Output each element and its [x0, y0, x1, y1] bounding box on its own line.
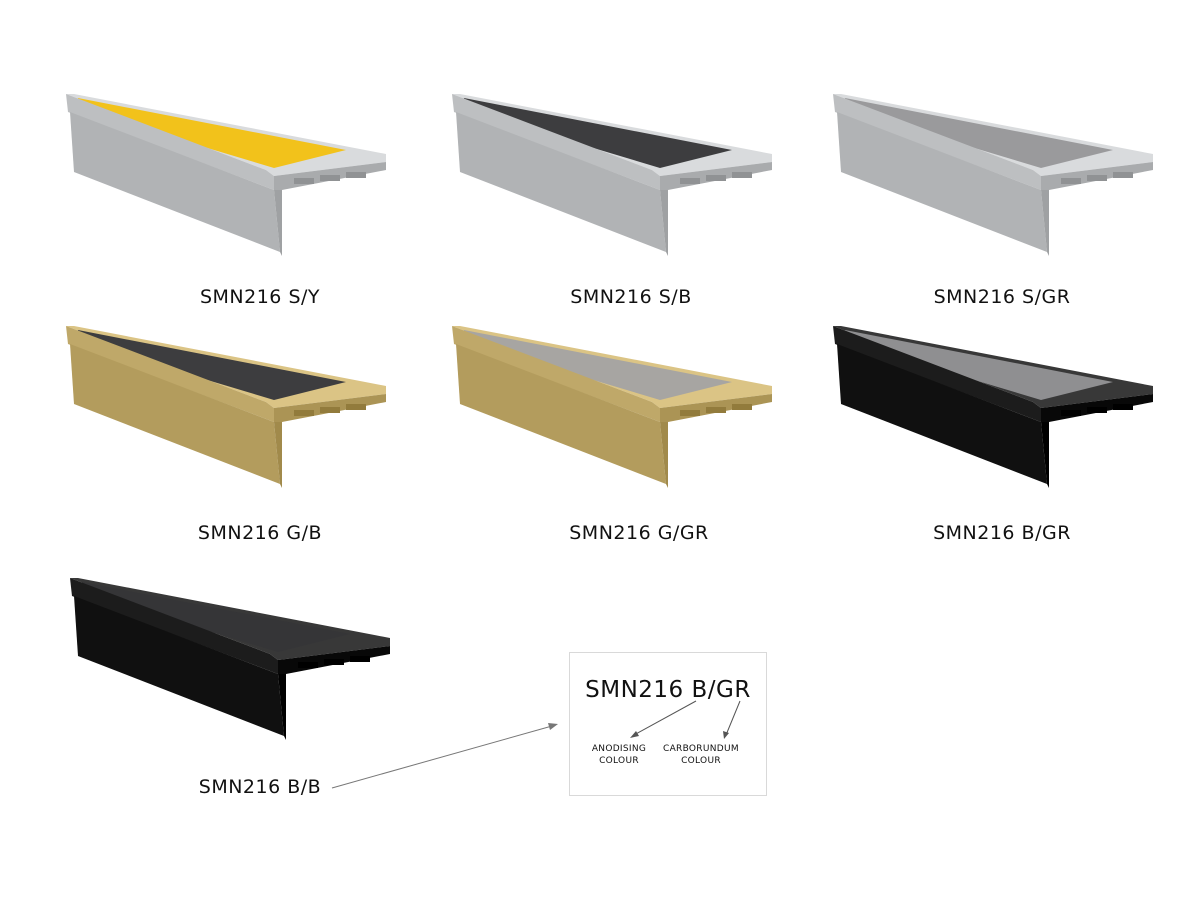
leg-edge — [274, 422, 282, 488]
channel-slot — [294, 410, 314, 416]
stair-nosing-drawing — [452, 94, 772, 256]
channel-slot — [1061, 410, 1081, 416]
legend-code: SMN216 B/GR — [585, 677, 751, 703]
product-image-smn216-s-y — [60, 90, 400, 310]
carborundum-insert — [74, 330, 346, 400]
channel-slot — [680, 410, 700, 416]
riser-leg — [70, 112, 280, 252]
channel-slot — [298, 662, 318, 668]
leg-edge — [278, 674, 286, 740]
product-label: SMN216 S/Y — [199, 286, 321, 308]
riser-leg — [837, 344, 1047, 484]
stair-nosing-drawing — [833, 94, 1153, 256]
channel-slot — [680, 178, 700, 184]
stair-nosing-drawing — [452, 326, 772, 488]
leg-edge — [1041, 422, 1049, 488]
anodising-colour-note: ANODISING COLOUR — [591, 744, 647, 766]
channel-slot — [706, 407, 726, 413]
channel-slot — [294, 178, 314, 184]
product-image-smn216-s-b — [446, 90, 786, 310]
stair-nosing-drawing — [70, 578, 390, 740]
channel-slot — [1113, 404, 1133, 410]
stair-nosing-drawing — [66, 94, 386, 256]
riser-leg — [456, 344, 666, 484]
product-label: SMN216 S/B — [570, 286, 692, 308]
channel-slot — [320, 175, 340, 181]
riser-leg — [70, 344, 280, 484]
nose-face — [70, 578, 278, 674]
riser-leg — [837, 112, 1047, 252]
carborundum-colour-note: CARBORUNDUM COLOUR — [663, 744, 739, 766]
leg-edge — [1041, 190, 1049, 256]
product-image-smn216-s-gr — [827, 90, 1167, 310]
carborundum-insert — [841, 330, 1113, 400]
channel-slot — [732, 404, 752, 410]
nose-face — [66, 94, 274, 190]
code-legend-box: SMN216 B/GR ANODISING COLOUR CARBORUNDUM… — [569, 652, 767, 796]
carborundum-insert — [78, 582, 350, 652]
product-image-smn216-g-b — [60, 322, 400, 542]
channel-slot — [1061, 178, 1081, 184]
leg-edge — [660, 422, 668, 488]
carborundum-insert — [460, 330, 732, 400]
nose-face — [452, 326, 660, 422]
channel-slot — [706, 175, 726, 181]
legend-arrows — [630, 700, 741, 739]
product-label: SMN216 G/B — [197, 522, 323, 544]
leg-edge — [660, 190, 668, 256]
nose-face — [833, 94, 1041, 190]
nose-face — [452, 94, 660, 190]
leg-edge — [274, 190, 282, 256]
riser-leg — [456, 112, 666, 252]
channel-slot — [732, 172, 752, 178]
product-label: SMN216 G/GR — [569, 522, 709, 544]
channel-slot — [346, 404, 366, 410]
nose-face — [833, 326, 1041, 422]
channel-slot — [346, 172, 366, 178]
nose-face — [66, 326, 274, 422]
carborundum-insert — [74, 98, 346, 168]
product-image-smn216-b-gr — [827, 322, 1167, 542]
stair-nosing-drawing — [833, 326, 1153, 488]
channel-slot — [1087, 407, 1107, 413]
channel-slot — [1087, 175, 1107, 181]
product-label: SMN216 B/GR — [933, 522, 1071, 544]
channel-slot — [350, 656, 370, 662]
product-image-smn216-g-gr — [446, 322, 786, 542]
product-label: SMN216 B/B — [198, 776, 322, 798]
channel-slot — [324, 659, 344, 665]
stair-nosing-drawing — [66, 326, 386, 488]
product-image-smn216-b-b — [64, 574, 404, 794]
riser-leg — [74, 596, 284, 736]
product-label: SMN216 S/GR — [933, 286, 1071, 308]
carborundum-insert — [841, 98, 1113, 168]
channel-slot — [1113, 172, 1133, 178]
channel-slot — [320, 407, 340, 413]
carborundum-insert — [460, 98, 732, 168]
